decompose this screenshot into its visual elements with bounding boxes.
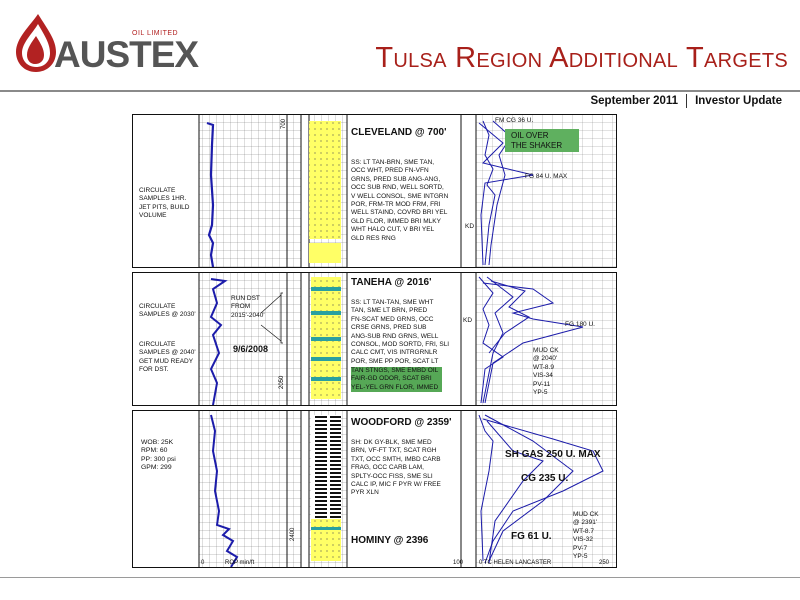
company-logo: OIL LIMITED AUSTEX <box>8 8 199 78</box>
panel1-description: SS: LT TAN-BRN, SME TAN, OCC WHT, PRED F… <box>351 159 449 242</box>
panel1-formation: CLEVELAND @ 700' <box>351 127 447 138</box>
axis-depth-label: 2400 <box>290 527 296 541</box>
dst-interval-label: RUN DST FROM 2015'-2040' <box>231 295 265 319</box>
panel-grid: 2050 <box>198 273 616 405</box>
panel3-gas-max: SH GAS 250 U. MAX <box>505 449 601 460</box>
footer-rule <box>0 577 800 578</box>
panel2-note-2: CIRCULATE SAMPLES @ 2040' GET MUD READY … <box>139 341 196 374</box>
panel3-description: SH: DK GY-BLK, SME MED BRN, VF-FT TXT, S… <box>351 439 441 497</box>
header-separator <box>686 94 688 108</box>
panel2-kd: KD <box>463 317 473 324</box>
panel-grid: 700 <box>198 115 616 267</box>
panel2-depth-label: 2050 <box>279 375 285 389</box>
panel1-kd: KD <box>465 223 475 230</box>
page-title: Tulsa Region Additional Targets <box>375 42 788 74</box>
axis-right-label: 250 <box>599 560 610 566</box>
panel3-formation-2: HOMINY @ 2396 <box>351 535 429 546</box>
header-doc-type: Investor Update <box>695 95 782 108</box>
panel2-description-highlight: TAN STNGS, SME EMBD OIL FAIR-GD ODOR, SC… <box>351 367 443 393</box>
panel3-gas-2: CG 235 U. <box>521 473 569 484</box>
log-panel-taneha: 2050 CIRCULATE SAMPLES @ 2030' CIRCULATE… <box>132 272 617 406</box>
panel1-gas-max: FG 84 U. MAX <box>525 173 568 180</box>
oil-over-shaker-label: OIL OVER THE SHAKER <box>505 129 579 152</box>
panel2-mud-check: MUD CK @ 2040' WT-8.9 VIS-34 PV-11 YP-5 <box>533 347 559 397</box>
header-subline: September 2011 Investor Update <box>520 94 782 108</box>
panel-grid <box>198 411 616 567</box>
panel2-gas: FG 180 U. <box>565 321 595 328</box>
drilling-parameters: WOB: 25K RPM: 60 PP: 300 psi GPM: 299 <box>141 439 176 472</box>
panel2-note-1: CIRCULATE SAMPLES @ 2030' <box>139 303 196 319</box>
panel3-formation: WOODFORD @ 2359' <box>351 417 452 428</box>
logo-drop-icon <box>16 14 56 72</box>
panel1-gas-top: FM CG 36 U. <box>495 117 534 124</box>
log-panel-woodford: WOB: 25K RPM: 60 PP: 300 psi GPM: 299 WO… <box>132 410 617 568</box>
axis-left-zero: 0 <box>201 560 205 566</box>
panel2-description: SS: LT TAN-TAN, SME WHT TAN, SME LT BRN,… <box>351 299 450 365</box>
axis-100-label: 100 <box>453 560 464 566</box>
mud-log-figure: 700 CIRCULATE SAMPLES 1HR. JET PITS, BUI… <box>132 114 617 569</box>
axis-tc-label: 0 TC HELEN LANCASTER <box>479 560 552 566</box>
logo-wordmark: AUSTEX <box>54 34 199 75</box>
header-rule <box>0 90 800 92</box>
panel3-mud-check: MUD CK @ 2391' WT-8.7 VIS-32 PV-7 YP-5 <box>573 511 599 561</box>
dst-date: 9/6/2008 <box>233 344 269 354</box>
panel2-formation: TANEHA @ 2016' <box>351 277 432 288</box>
log-panel-cleveland: 700 CIRCULATE SAMPLES 1HR. JET PITS, BUI… <box>132 114 617 268</box>
header-date: September 2011 <box>590 95 679 108</box>
panel1-depth-label: 700 <box>281 118 287 129</box>
panel3-gas-3: FG 61 U. <box>511 531 552 542</box>
panel1-note: CIRCULATE SAMPLES 1HR. JET PITS, BUILD V… <box>139 187 190 220</box>
logo-small-text: OIL LIMITED <box>132 30 179 37</box>
axis-rop-label: ROP min/ft <box>225 560 255 566</box>
